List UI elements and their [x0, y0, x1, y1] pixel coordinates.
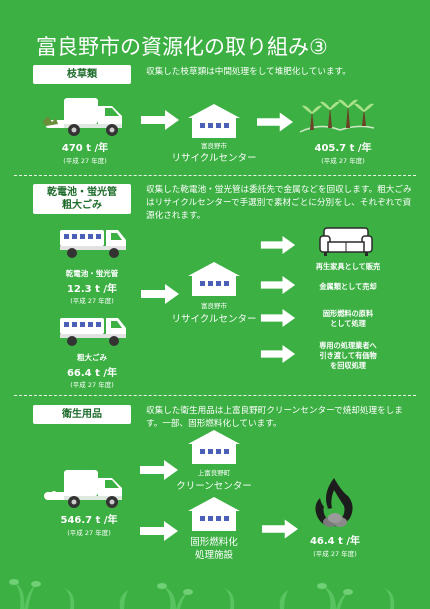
item1-note: (平成 27 年度)	[70, 297, 114, 305]
output-contractor: 専用の処理業者へ 引き渡して有価物 を回収処理	[300, 341, 396, 371]
fuel-facility-icon	[188, 497, 240, 531]
section-label-batteries-line2: 粗大ごみ	[62, 200, 102, 211]
section-description-branches: 収集した枝草類は中間処理をして堆肥化しています。	[146, 67, 351, 77]
clean-center-icon	[188, 430, 240, 464]
flatbed-truck-icon	[60, 230, 126, 258]
section2-facility-line2: リサイクルセンター	[171, 314, 257, 325]
section-label-batteries-line1: 乾電池・蛍光管	[47, 187, 117, 198]
section3-facility2-line1: 固形燃料化	[190, 537, 238, 548]
section3-facility2-line2: 処理施設	[194, 550, 233, 561]
garbage-truck-icon	[44, 470, 122, 508]
section-label-sanitary: 衛生用品	[33, 405, 131, 424]
section-description-batteries: 収集した乾電池・蛍光管は委託先で金属などを回収します。粗大ごみはリサイクルセンタ…	[146, 185, 412, 221]
page-title: 富良野市の資源化の取り組み③	[36, 35, 328, 59]
item1-amount: 12.3 t /年	[66, 284, 118, 295]
output-fuel-line2: として処理	[330, 319, 366, 328]
section-label-branches: 枝草類	[33, 65, 131, 84]
section1-facility-line2: リサイクルセンター	[171, 153, 257, 164]
section1-collected-note: (平成 27 年度)	[63, 157, 107, 165]
section1-collected-amount: 470 t /年	[61, 143, 109, 154]
section1-output-note: (平成 27 年度)	[321, 157, 365, 165]
item2-name: 粗大ごみ	[77, 353, 107, 362]
item2-amount: 66.4 t /年	[66, 368, 118, 379]
recycle-center-icon	[188, 262, 240, 296]
garbage-truck-icon	[42, 98, 122, 136]
section1-output-amount: 405.7 t /年	[314, 143, 372, 154]
output-fuel-line1: 固形燃料の原料	[322, 309, 374, 318]
section-divider	[14, 175, 416, 176]
arrow-right-icon	[260, 309, 296, 327]
section3-output-amount: 46.4 t /年	[309, 536, 361, 547]
output-metal: 金属類として売却	[319, 282, 377, 291]
arrow-right-icon	[140, 521, 178, 541]
arrow-right-icon	[260, 236, 296, 254]
section2-facility-line1: 富良野市	[201, 302, 227, 310]
section1-facility-line1: 富良野市	[201, 142, 227, 150]
output-contractor-line3: を回収処理	[330, 361, 366, 370]
arrow-right-icon	[260, 276, 296, 294]
output-contractor-line1: 専用の処理業者へ	[319, 341, 377, 350]
section3-collected-note: (平成 27 年度)	[67, 529, 111, 537]
section3-output-note: (平成 27 年度)	[313, 550, 357, 558]
arrow-right-icon	[141, 110, 179, 130]
flatbed-truck-icon	[60, 318, 126, 346]
section-label-batteries: 乾電池・蛍光管 粗大ごみ	[33, 184, 131, 214]
output-fuel: 固形燃料の原料 として処理	[300, 309, 396, 329]
item2-note: (平成 27 年度)	[70, 381, 114, 389]
item1-name: 乾電池・蛍光管	[65, 269, 119, 278]
arrow-right-icon	[140, 460, 178, 480]
section3-facility1-line2: クリーンセンター	[176, 481, 252, 492]
sofa-icon	[319, 227, 373, 256]
output-contractor-line2: 引き渡して有価物	[319, 351, 377, 360]
output-furniture: 再生家具として販売	[315, 262, 381, 271]
section-description-sanitary: 収集した衛生用品は上富良野町クリーンセンターで焼却処理をします。一部、固形燃料化…	[146, 406, 403, 429]
section-divider	[14, 395, 416, 396]
decorative-grass	[9, 579, 395, 609]
recycle-center-icon	[188, 104, 240, 138]
solid-fuel-fire-icon	[315, 478, 353, 527]
arrow-right-icon	[260, 345, 296, 363]
arrow-right-icon	[262, 519, 298, 539]
arrow-right-icon	[141, 284, 179, 304]
arrow-right-icon	[257, 112, 293, 132]
section3-collected-amount: 546.7 t /年	[60, 515, 118, 526]
section3-facility1-line1: 上富良野町	[197, 469, 231, 477]
sprouts-icon	[299, 99, 375, 133]
